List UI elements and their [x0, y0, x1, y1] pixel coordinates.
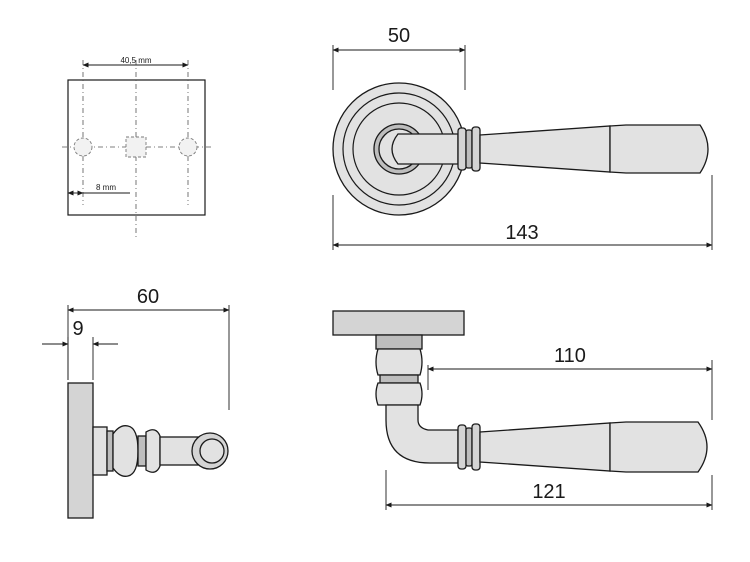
lever-length-label: 121 [532, 481, 565, 503]
bottom-knuckle-gap [379, 374, 419, 384]
lever-ring-3 [471, 126, 481, 172]
side-knuckle-2 [145, 429, 161, 473]
side-knuckle-1 [112, 425, 139, 477]
thickness-dimension-label: 9 [72, 318, 83, 340]
lever-ring-1 [457, 127, 467, 171]
handle-top-view: 50 143 [332, 25, 713, 250]
lever-neck [391, 133, 459, 165]
lever-ring-2 [465, 129, 473, 169]
bottom-lever-body [479, 422, 611, 472]
bottom-knuckle-2 [375, 382, 423, 406]
handle-bottom-view: 110 121 [332, 310, 713, 510]
fixing-plate-view: 40,5 mm 8 mm [62, 56, 212, 240]
left-screw-hole [73, 137, 93, 157]
spindle-square [125, 136, 147, 158]
side-knuckle-gap [137, 435, 147, 467]
fixing-plate-outline [67, 79, 206, 216]
bottom-ring-2 [465, 427, 473, 467]
side-rose-plate [67, 382, 94, 519]
bottom-lever-tip [609, 421, 708, 473]
bottom-elbow [385, 404, 459, 464]
side-collar-step [106, 430, 114, 472]
bottom-knuckle-1 [375, 348, 423, 376]
bottom-ring-1 [457, 424, 467, 470]
rose-diameter-label: 50 [388, 25, 410, 47]
lever-body [479, 125, 611, 173]
offset-dimension-label: 8 mm [96, 183, 116, 192]
lever-reach-label: 110 [554, 345, 586, 367]
side-collar [92, 426, 108, 476]
side-lever-end-inner [199, 438, 225, 464]
spacing-dimension-label: 40,5 mm [120, 56, 151, 65]
bottom-rose-plate [332, 310, 465, 336]
right-screw-hole [178, 137, 198, 157]
bottom-ring-3 [471, 423, 481, 471]
bottom-collar [375, 334, 423, 350]
handle-side-view: 60 9 [42, 286, 230, 519]
lever-tip [609, 124, 709, 174]
projection-dimension-label: 60 [137, 286, 159, 308]
overall-length-label: 143 [505, 222, 538, 244]
